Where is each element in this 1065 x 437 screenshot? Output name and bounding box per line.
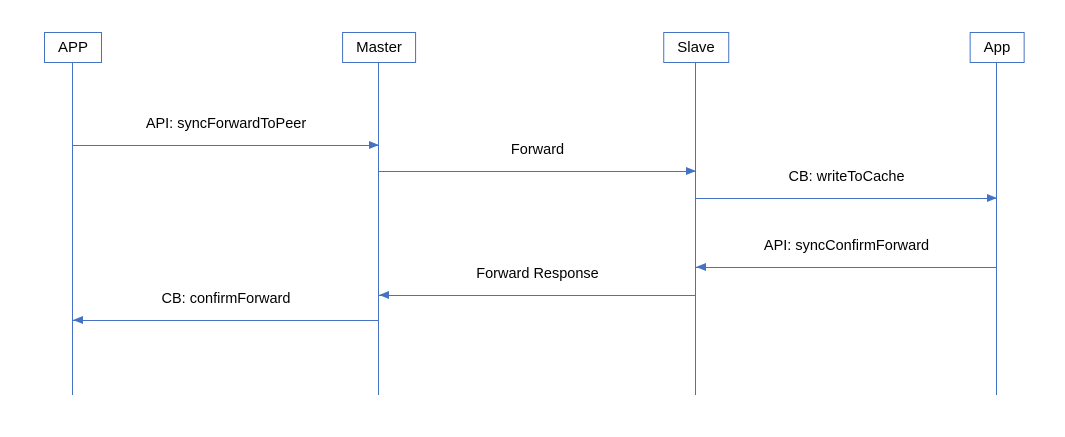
actor-box-Master: Master xyxy=(342,32,416,63)
actor-label-Master: Master xyxy=(356,39,402,56)
message-label: Forward xyxy=(510,142,565,158)
message-label: CB: writeToCache xyxy=(788,169,905,185)
message-line xyxy=(379,295,696,296)
arrowhead-right-icon xyxy=(369,141,379,149)
lifeline-Slave xyxy=(695,63,697,395)
arrowhead-right-icon xyxy=(987,194,997,202)
message-line xyxy=(696,267,997,268)
actor-box-Slave: Slave xyxy=(663,32,729,63)
lifeline-Master xyxy=(378,63,380,395)
actor-label-APP: APP xyxy=(57,39,89,56)
actor-label-Slave: Slave xyxy=(677,39,715,56)
message-line xyxy=(73,320,379,321)
message-label: API: syncConfirmForward xyxy=(763,238,930,254)
arrowhead-right-icon xyxy=(686,167,696,175)
message-line xyxy=(696,198,997,199)
arrowhead-left-icon xyxy=(696,263,706,271)
actor-box-APP: APP xyxy=(43,32,103,63)
arrowhead-left-icon xyxy=(379,291,389,299)
arrowhead-left-icon xyxy=(73,316,83,324)
lifeline-APP xyxy=(72,63,74,395)
message-label: CB: confirmForward xyxy=(161,291,291,307)
actor-label-App: App xyxy=(983,39,1011,56)
message-line xyxy=(73,145,379,146)
message-label: Forward Response xyxy=(476,266,599,282)
actor-box-App: App xyxy=(969,32,1025,63)
message-label: API: syncForwardToPeer xyxy=(145,116,307,132)
lifeline-App xyxy=(996,63,998,395)
message-line xyxy=(379,171,696,172)
